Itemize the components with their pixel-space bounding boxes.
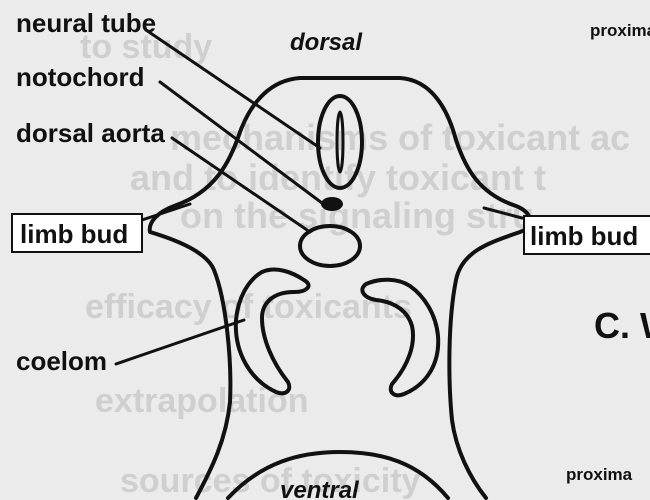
proximal-top-fragment: proxima	[590, 21, 650, 40]
coelom-label: coelom	[16, 346, 107, 376]
ghost-line-4: on the signaling stru	[180, 195, 534, 236]
limb-bud-right-label: limb bud	[530, 221, 638, 251]
section-c-fragment: C. W	[594, 305, 650, 346]
neural-tube-label: neural tube	[16, 8, 156, 38]
limb-bud-left-label: limb bud	[20, 219, 128, 249]
ventral-orientation-label: ventral	[280, 477, 360, 500]
dorsal-orientation-label: dorsal	[290, 29, 363, 56]
ghost-line-6: extrapolation	[95, 382, 308, 420]
background-ghost-text: to study mechanisms of toxicant ac and t…	[80, 28, 630, 500]
dorsal-aorta-label: dorsal aorta	[16, 118, 165, 148]
coelom-leader	[116, 320, 244, 364]
notochord-label: notochord	[16, 62, 145, 92]
proximal-bottom-fragment: proxima	[566, 465, 633, 484]
